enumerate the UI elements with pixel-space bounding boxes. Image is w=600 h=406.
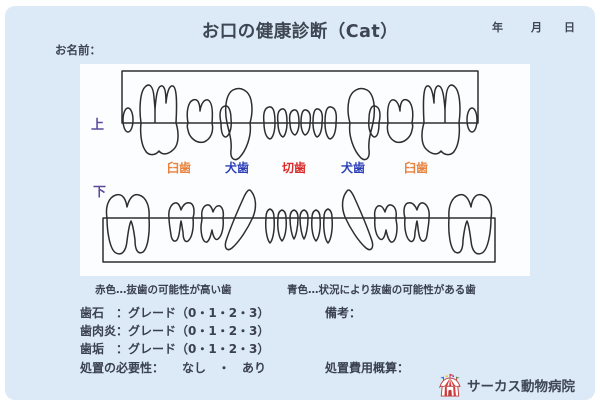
blue-legend-note: 青色…状況により抜歯の可能性がある歯 bbox=[287, 284, 476, 296]
tooth-type-canine-right-label: 犬歯 bbox=[340, 161, 366, 175]
plaque-grade-row: 歯垢 ：グレード（0・1・2・3） bbox=[80, 342, 270, 356]
name-field-label: お名前： bbox=[55, 43, 101, 57]
circus-tent-icon bbox=[438, 373, 461, 397]
tooth-type-molar-right-label: 臼歯 bbox=[403, 161, 429, 175]
upper-jaw-label: 上 bbox=[91, 118, 105, 133]
treatment-necessity-row: 処置の必要性： なし ・ あり bbox=[80, 361, 267, 375]
lower-jaw-outline bbox=[102, 217, 496, 263]
clinic-logo: サーカス動物病院 bbox=[438, 372, 575, 398]
remarks-label: 備考： bbox=[325, 306, 362, 320]
date-month-label: 月 bbox=[531, 21, 542, 34]
date-year-label: 年 bbox=[492, 21, 503, 34]
lower-jaw-label: 下 bbox=[93, 185, 107, 200]
red-legend-note: 赤色…抜歯の可能性が高い歯 bbox=[95, 284, 232, 296]
form-card: お口の健康診断（Cat） 年 月 日 お名前： bbox=[5, 6, 595, 400]
tooth-type-canine-left-label: 犬歯 bbox=[224, 161, 250, 175]
gingivitis-grade-row: 歯肉炎：グレード（0・1・2・3） bbox=[80, 324, 270, 338]
cost-estimate-label: 処置費用概算： bbox=[325, 361, 410, 375]
tooth-type-incisor-label: 切歯 bbox=[281, 161, 307, 175]
date-day-label: 日 bbox=[564, 21, 575, 34]
page-title: お口の健康診断（Cat） bbox=[201, 22, 399, 42]
upper-jaw-outline bbox=[121, 70, 479, 124]
dental-chart-panel: 上 下 臼歯 犬歯 切歯 犬歯 臼歯 bbox=[80, 64, 530, 276]
teeth-diagram bbox=[102, 70, 496, 263]
tartar-grade-row: 歯石 ：グレード（0・1・2・3） bbox=[80, 306, 270, 320]
tooth-type-molar-left-label: 臼歯 bbox=[166, 161, 192, 175]
clinic-name: サーカス動物病院 bbox=[467, 379, 575, 395]
